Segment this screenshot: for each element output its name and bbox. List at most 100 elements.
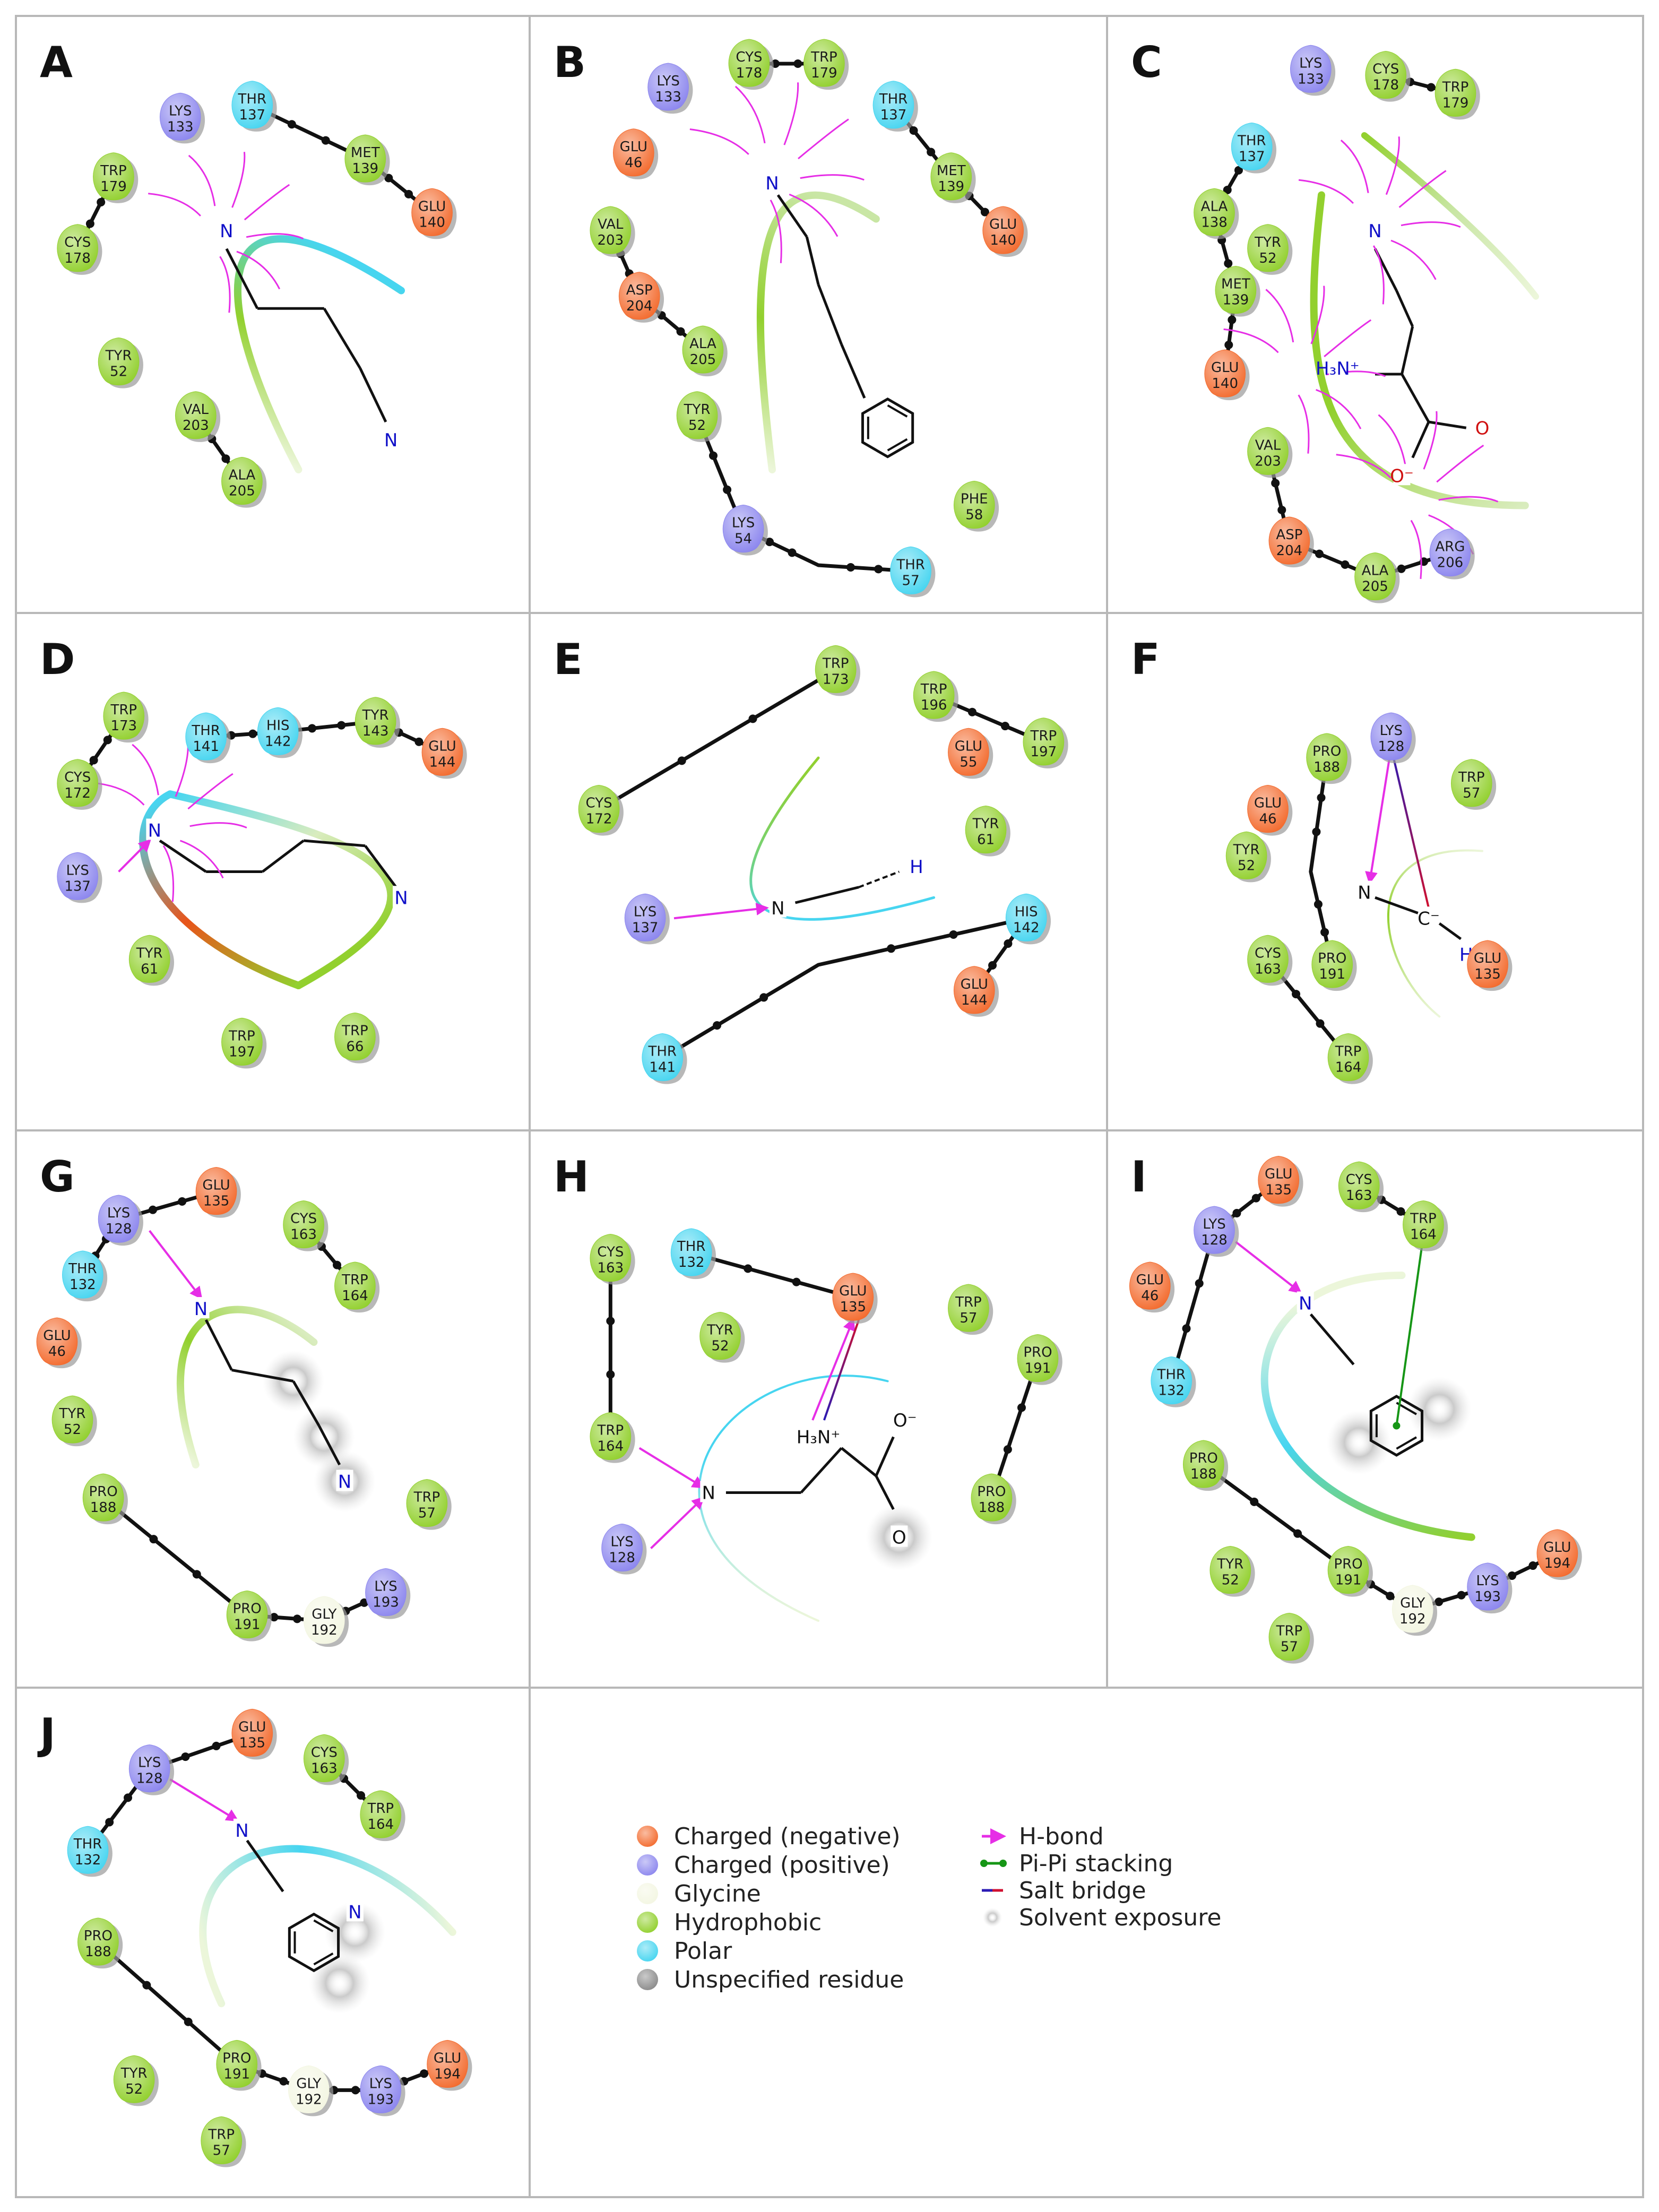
residue-drop xyxy=(365,1568,407,1617)
backbone-node xyxy=(1314,900,1323,909)
residue-number: 135 xyxy=(1474,966,1501,982)
residue-drop xyxy=(304,1596,345,1644)
residue-drop xyxy=(965,805,1007,854)
backbone-connection xyxy=(695,415,911,573)
residue-name: GLU xyxy=(1474,951,1501,966)
residue-number: 164 xyxy=(367,1817,394,1833)
residue-name: LYS xyxy=(610,1534,633,1550)
hbond-fan-stroke xyxy=(1298,179,1354,204)
residue-drop xyxy=(201,2116,242,2165)
residue-name: THR xyxy=(1156,1367,1186,1383)
residue-drop xyxy=(1327,1545,1369,1594)
residue-drop xyxy=(82,1473,124,1522)
residue-number: 139 xyxy=(938,179,964,195)
residue-drop xyxy=(36,1317,78,1366)
backbone-node xyxy=(759,993,768,1002)
residue-number: 188 xyxy=(90,1500,117,1516)
residue-name: PHE xyxy=(961,491,988,507)
residue-number: 57 xyxy=(418,1506,436,1522)
residue-drop xyxy=(98,1195,140,1243)
ring-double-bond xyxy=(1396,1436,1417,1450)
residue-drop xyxy=(1209,1545,1251,1594)
backbone-node xyxy=(292,1614,301,1623)
hbond-fan-stroke xyxy=(148,193,201,217)
panel-letter: B xyxy=(554,38,586,87)
residue-number: 140 xyxy=(419,214,445,230)
ligand-bond xyxy=(875,1436,895,1477)
residue-number: 135 xyxy=(1265,1182,1292,1198)
atom-label: O⁻ xyxy=(1390,465,1414,487)
legend-label: Polar xyxy=(674,1938,732,1965)
panel-letter: F xyxy=(1131,635,1160,684)
residue-name: CYS xyxy=(736,49,762,65)
ring-double-bond xyxy=(887,438,908,452)
ligand-bond xyxy=(805,236,820,285)
residue-drop xyxy=(1467,940,1508,988)
pipi-line-icon xyxy=(980,1860,1007,1867)
backbone-node xyxy=(1435,1597,1444,1606)
residue-number: 178 xyxy=(64,250,91,266)
backbone-node xyxy=(1271,479,1280,488)
residue-name: CYS xyxy=(64,235,91,250)
residue-drop xyxy=(1023,718,1064,766)
atom-label: N xyxy=(765,173,779,194)
backbone-node xyxy=(1317,793,1326,802)
panel-letter: J xyxy=(37,1709,56,1759)
backbone-connection xyxy=(598,668,837,811)
residue-number: 46 xyxy=(1259,811,1276,827)
residue-drop xyxy=(1194,1206,1235,1254)
backbone-node xyxy=(414,737,424,746)
residue-number: 57 xyxy=(213,2142,230,2158)
residue-drop xyxy=(1354,552,1396,601)
residue-number: 172 xyxy=(586,811,612,827)
residue-name: LYS xyxy=(107,1205,130,1221)
residue-name: PRO xyxy=(1318,951,1346,966)
ligand-bond xyxy=(875,1475,895,1510)
binding-pocket-curve xyxy=(1310,191,1529,509)
residue-drop xyxy=(1268,1612,1310,1661)
residue-number: 205 xyxy=(690,352,716,368)
residue-name: GLU xyxy=(418,198,446,214)
residue-name: TRP xyxy=(100,163,127,179)
residue-number: 61 xyxy=(141,961,158,977)
residue-number: 57 xyxy=(1281,1639,1298,1655)
legend-swatch-hydrophobic xyxy=(637,1912,658,1933)
legend-residue-types: Charged (negative)Charged (positive)Glyc… xyxy=(637,1823,904,1993)
residue-number: 173 xyxy=(823,671,849,687)
backbone-node xyxy=(1293,1529,1302,1538)
backbone-node xyxy=(874,565,883,574)
residue-name: GLU xyxy=(1136,1272,1164,1288)
residue-number: 205 xyxy=(1362,579,1388,595)
backbone-node xyxy=(1250,1497,1259,1506)
legend-label: Charged (negative) xyxy=(674,1823,901,1850)
backbone-node xyxy=(384,174,393,183)
ligand-bond xyxy=(800,1447,843,1494)
residue-name: TYR xyxy=(362,707,389,723)
residue-drop xyxy=(67,1826,109,1874)
residue-name: PRO xyxy=(1312,744,1341,759)
backbone-node xyxy=(1017,1403,1026,1412)
residue-name: PRO xyxy=(89,1484,117,1500)
residue-name: GLY xyxy=(296,2076,321,2092)
residue-drop xyxy=(1338,1161,1380,1209)
ligand-bond xyxy=(159,839,207,873)
backbone-connection xyxy=(1266,451,1451,579)
hbond-fan-stroke xyxy=(1390,239,1437,280)
residue-name: CYS xyxy=(290,1211,317,1227)
residue-drop xyxy=(185,712,227,761)
residue-drop xyxy=(1247,784,1289,833)
residue-name: CYS xyxy=(586,796,612,811)
residue-number: 188 xyxy=(979,1500,1005,1516)
residue-name: TYR xyxy=(1254,235,1281,250)
